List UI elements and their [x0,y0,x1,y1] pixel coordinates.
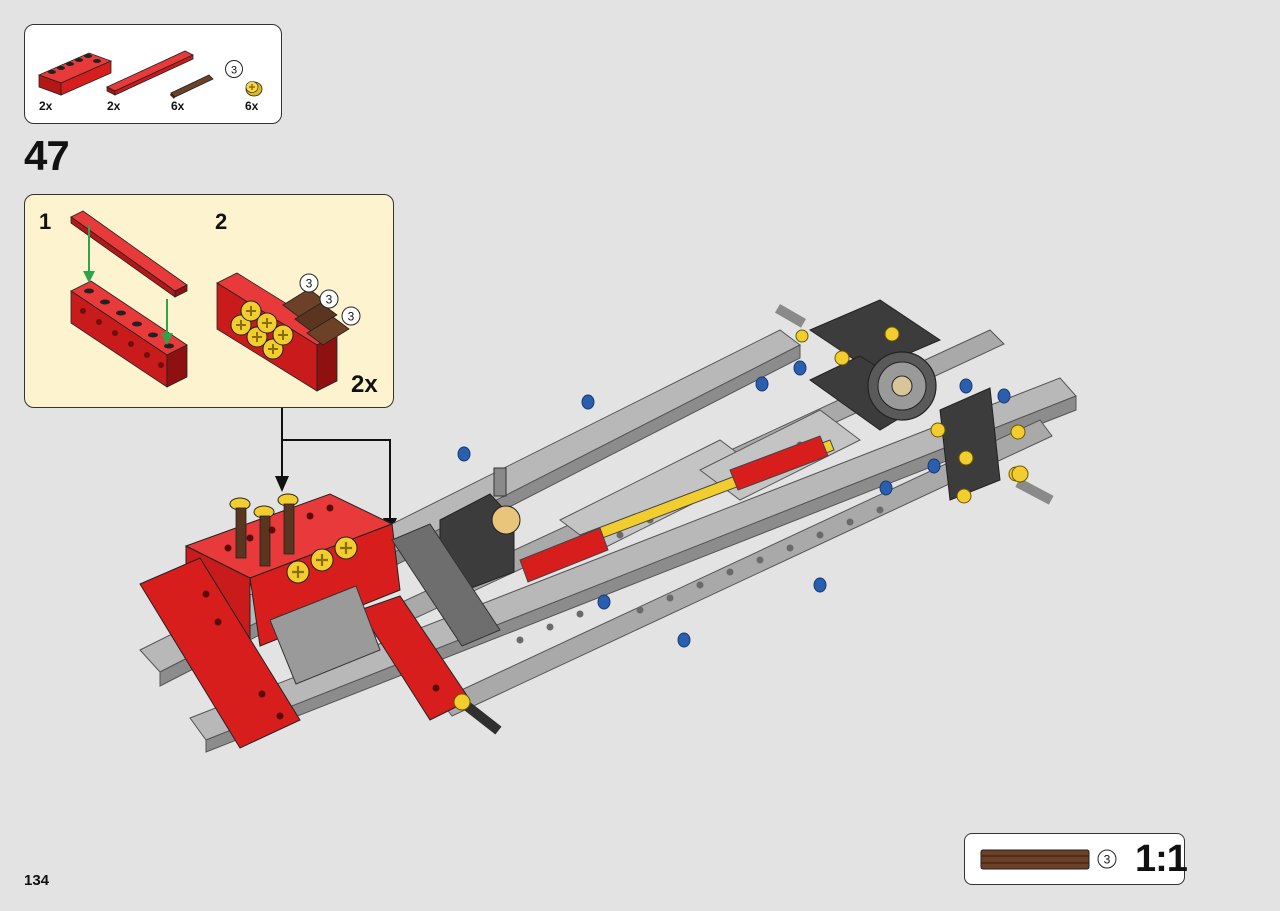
substep-2-illustration: 3 3 3 [216,272,361,392]
axle-length-3-icon: 3 [1097,849,1117,869]
axle-length-3-icon: 3 3 3 [299,273,361,326]
svg-text:3: 3 [326,293,333,307]
scale-reference-box: 3 1:1 [964,833,1188,885]
red-beam-brick-1x6-icon [37,52,113,96]
substep-1-label: 1 [39,209,52,234]
scale-label: 1:1 [1135,838,1188,880]
steering-block [439,467,521,591]
yellow-bush-icon [230,300,294,360]
parts-qty-red-brick: 2x [39,99,53,113]
red-plate-1x6-icon [106,50,194,96]
brown-axle-3-icon [170,74,214,99]
parts-qty-red-plate: 2x [107,99,121,113]
substep-1-illustration [70,210,188,388]
yellow-bush-icon [229,493,358,584]
front-engine-assembly [139,493,501,749]
axle-ends [453,304,1054,735]
parts-list-box: 3 2x 2x 6x 6x [24,24,282,124]
parts-qty-yellow-bush: 6x [245,99,259,113]
sub-assembly-callout: 3 3 3 1 2 2x [24,194,394,408]
svg-text:3: 3 [348,310,355,324]
sub-assembly-multiplier: 2x [351,371,378,398]
axle-length-3-icon: 3 [225,60,243,78]
substep-2-label: 2 [215,209,228,234]
brown-axle-3-icon [980,849,1090,870]
svg-text:3: 3 [231,65,237,77]
page-number: 134 [24,872,50,889]
yellow-bush-icon [245,81,263,97]
drive-axles [519,435,835,583]
svg-text:3: 3 [306,277,313,291]
green-arrow-down-icon [83,225,173,345]
step-number: 47 [24,132,70,179]
parts-qty-brown-axle: 6x [171,99,185,113]
rear-differential [808,299,1001,501]
svg-text:3: 3 [1104,853,1111,867]
